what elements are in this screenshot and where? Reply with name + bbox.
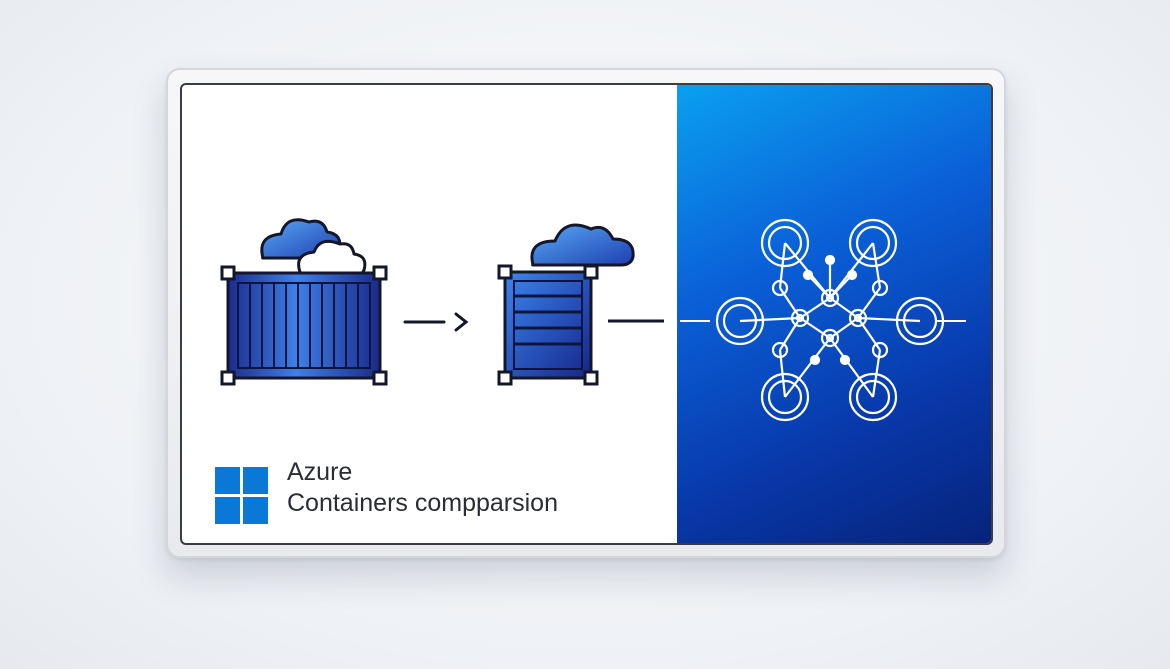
windows-logo-icon — [215, 467, 268, 524]
blue-panel — [677, 85, 991, 543]
caption-line-1: Azure — [287, 458, 353, 486]
cloud-icon — [530, 223, 635, 267]
caption: Azure Containers compparsion — [287, 457, 558, 519]
shipping-container-icon — [220, 265, 388, 386]
network-cluster-icon — [715, 218, 945, 422]
shipping-container-icon — [497, 264, 599, 386]
arrow-right-icon — [403, 312, 469, 332]
caption-line-2: Containers compparsion — [287, 489, 558, 517]
